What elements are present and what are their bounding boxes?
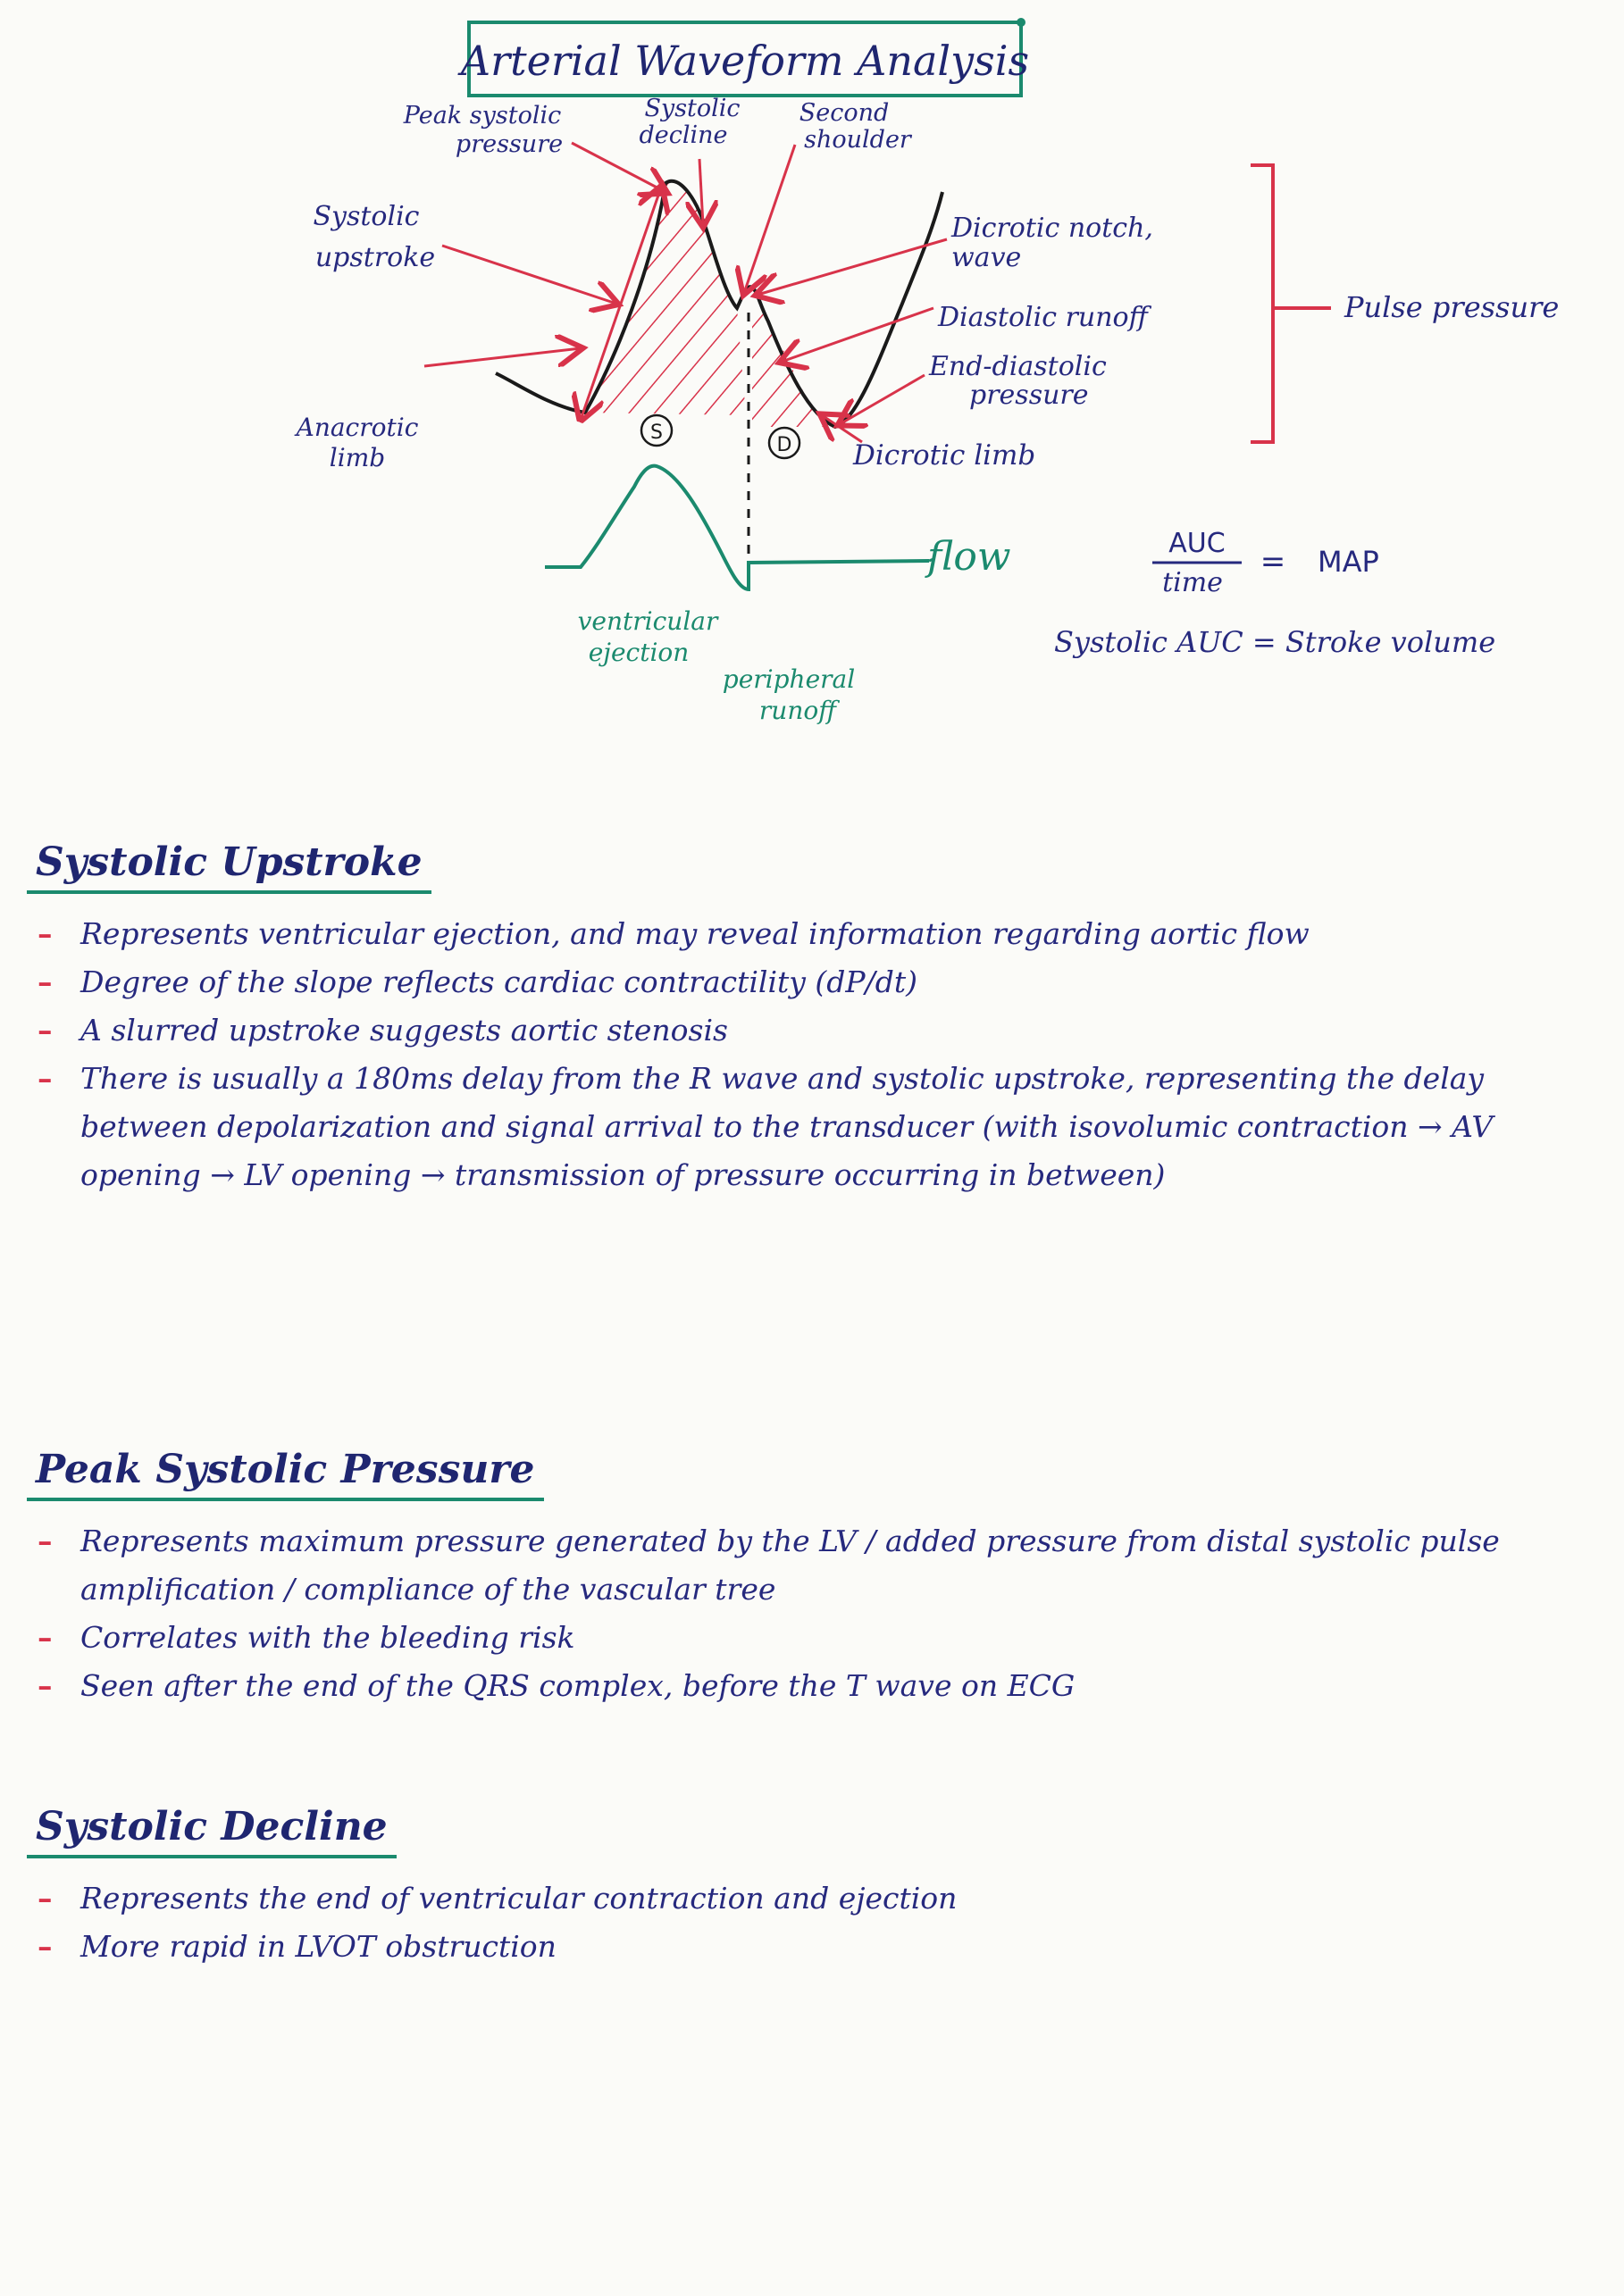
formula-auc-equals: = [1260, 544, 1286, 580]
page-title: Arterial Waveform Analysis [457, 37, 1029, 85]
arrow-diastolic-runoff [782, 306, 934, 362]
label-anacrotic-limb-1: Anacrotic [294, 413, 419, 442]
label-systolic-upstroke-2: upstroke [315, 242, 435, 273]
arrow-dicrotic-notch [758, 238, 948, 295]
label-end-diastolic-2: pressure [969, 380, 1089, 411]
label-end-diastolic-1: End-diastolic [928, 351, 1107, 382]
label-peak-systolic-1: Peak systolic [403, 102, 561, 129]
s-marker: S [650, 422, 663, 444]
bullet-list: –Represents maximum pressure generated b… [27, 1517, 1581, 1710]
label-systolic-decline-1: Systolic [644, 95, 740, 122]
bullet-list: –Represents ventricular ejection, and ma… [27, 910, 1581, 1199]
section-title: Systolic Upstroke [27, 839, 431, 894]
label-systolic-decline-2: decline [639, 121, 727, 149]
label-second-shoulder-1: Second [799, 99, 890, 127]
label-ventricular-ejection-2: ejection [589, 638, 690, 667]
list-item: –Represents the end of ventricular contr… [38, 1881, 958, 1916]
arrow-end-diastolic [840, 373, 925, 424]
label-pulse-pressure: Pulse pressure [1344, 290, 1559, 324]
formula-auc-result: MAP [1318, 545, 1379, 579]
diastolic-auc-hatch [752, 304, 835, 428]
arrow-dicrotic-limb [822, 415, 863, 444]
pulse-pressure-bracket [1251, 163, 1331, 444]
label-peak-systolic-2: pressure [456, 130, 563, 158]
s-marker-circle [640, 413, 674, 447]
list-item: –Represents maximum pressure generated b… [38, 1524, 1500, 1607]
label-peripheral-runoff-1: peripheral [723, 664, 855, 694]
arrow-systolic-decline [699, 158, 703, 225]
label-flow: flow [925, 534, 1011, 580]
label-dicrotic-notch-1: Dicrotic notch, [950, 213, 1153, 244]
arrow-upstroke-span [581, 188, 661, 420]
arrow-anacrotic-limb [423, 348, 581, 368]
list-item: –A slurred upstroke suggests aortic sten… [38, 1013, 728, 1048]
title-box [467, 21, 1023, 97]
arterial-waveform-diagram: Arterial Waveform Analysis Peak systolic… [294, 18, 1559, 725]
section-peak-systolic-pressure: Peak Systolic Pressure –Represents maxim… [27, 1447, 1581, 1710]
arrow-second-shoulder [744, 144, 797, 293]
systolic-auc-hatch [585, 180, 746, 415]
label-dicrotic-limb: Dicrotic limb [852, 439, 1035, 472]
d-marker: D [777, 434, 792, 456]
list-item: –Degree of the slope reflects cardiac co… [38, 964, 918, 999]
flow-arrow-leader [928, 557, 934, 563]
label-peripheral-runoff-2: runoff [759, 696, 840, 725]
section-systolic-upstroke: Systolic Upstroke –Represents ventricula… [27, 839, 1581, 1199]
label-diastolic-runoff: Diastolic runoff [937, 302, 1152, 333]
list-item: –Represents ventricular ejection, and ma… [38, 916, 1310, 951]
title-box-dot [1017, 18, 1025, 27]
list-item: –There is usually a 180ms delay from the… [38, 1061, 1494, 1192]
flow-waveform [545, 463, 930, 592]
list-item: –Seen after the end of the QRS complex, … [38, 1668, 1076, 1703]
arrow-peak-systolic [571, 141, 666, 192]
list-item: –Correlates with the bleeding risk [38, 1620, 575, 1655]
formula-auc-numerator: AUC [1168, 528, 1225, 559]
bullet-list: –Represents the end of ventricular contr… [27, 1874, 1581, 1971]
label-second-shoulder-2: shoulder [804, 126, 913, 154]
formula-auc-denominator: time [1162, 567, 1223, 598]
formula-stroke-volume: Systolic AUC = Stroke volume [1054, 625, 1495, 659]
section-systolic-decline: Systolic Decline –Represents the end of … [27, 1804, 1581, 1971]
label-systolic-upstroke-1: Systolic [313, 201, 419, 232]
label-anacrotic-limb-2: limb [330, 443, 385, 472]
section-title: Peak Systolic Pressure [27, 1447, 544, 1501]
arrow-systolic-upstroke [441, 244, 616, 304]
label-ventricular-ejection-1: ventricular [578, 606, 719, 636]
label-dicrotic-notch-2: wave [951, 242, 1021, 273]
d-marker-circle [767, 426, 801, 460]
section-title: Systolic Decline [27, 1804, 397, 1858]
list-item: –More rapid in LVOT obstruction [38, 1929, 557, 1964]
